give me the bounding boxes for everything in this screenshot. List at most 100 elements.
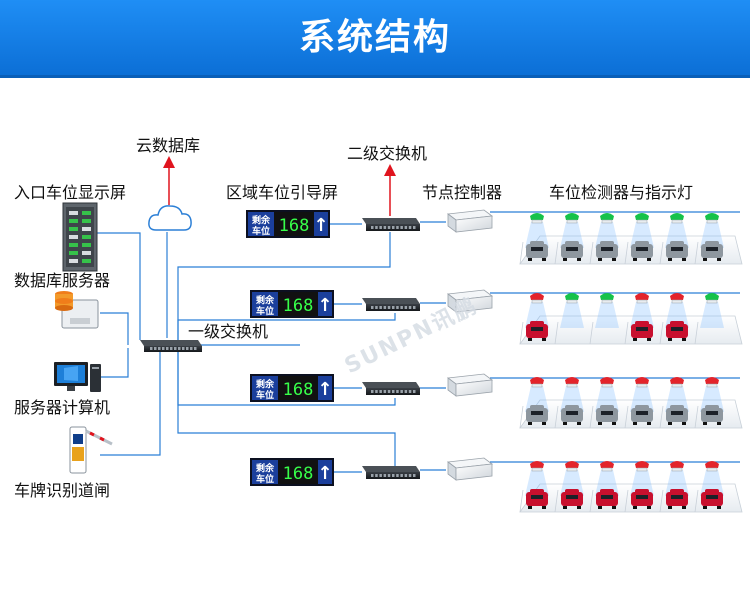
- detector-body: [636, 219, 648, 224]
- car-wheel: [563, 258, 567, 261]
- detector-body: [601, 467, 613, 472]
- car-wheel: [542, 338, 546, 341]
- detector-beam: [700, 302, 724, 328]
- screen-digit-panel: [278, 292, 318, 316]
- switch-port: [408, 306, 412, 309]
- car-roof: [530, 489, 544, 495]
- l2-switch-label: 二级交换机: [347, 144, 428, 163]
- detector-body: [706, 467, 718, 472]
- parked-car-icon: [666, 321, 688, 341]
- switch-port: [400, 306, 403, 309]
- switch-port: [154, 347, 157, 350]
- car-windshield: [531, 327, 543, 331]
- detector-body: [671, 467, 683, 472]
- screen-arrow-up-icon: ↑: [313, 215, 328, 236]
- switch-port: [383, 474, 387, 477]
- screen-arrow-up-icon: ↑: [317, 295, 332, 316]
- indicator-light: [705, 293, 719, 300]
- car-wheel: [598, 422, 602, 425]
- parking-stall-line: [519, 489, 524, 513]
- detector-body: [566, 383, 578, 388]
- switch-port: [375, 390, 378, 393]
- detector-beam: [595, 302, 619, 328]
- database-server-icon: [55, 291, 99, 329]
- car-roof: [565, 241, 579, 247]
- car-roof: [670, 405, 684, 411]
- parked-car-icon: [561, 405, 583, 425]
- display-led: [82, 211, 91, 215]
- link-entrance-display: [96, 232, 141, 340]
- screen-label-panel: [248, 212, 274, 236]
- switch-port: [186, 347, 189, 350]
- car-wheel: [633, 422, 637, 425]
- switch-top: [362, 466, 420, 472]
- switch-port: [383, 390, 387, 393]
- car-windshield: [601, 495, 613, 499]
- parked-car-icon: [631, 405, 653, 425]
- switch-port: [375, 474, 378, 477]
- header-divider: [0, 75, 750, 78]
- car-wheel: [528, 258, 532, 261]
- remaining-space-count: 168: [283, 464, 314, 484]
- entrance-display-icon: [62, 202, 98, 272]
- switch-port: [408, 474, 412, 477]
- switch-port: [194, 347, 197, 350]
- car-wheel: [612, 422, 616, 425]
- switch-port: [174, 347, 177, 350]
- car-windshield: [706, 411, 718, 415]
- network-links: [96, 211, 740, 478]
- parking-stall-line: [694, 321, 699, 345]
- screen-text-line2: 车位: [252, 225, 270, 237]
- indicator-light: [530, 377, 544, 384]
- switch-port: [383, 226, 387, 229]
- controller-front: [455, 463, 493, 481]
- indicator-light: [670, 293, 684, 300]
- screen-digit-panel: [278, 460, 318, 484]
- car-wheel: [647, 258, 651, 261]
- parked-car-icon: [701, 241, 723, 261]
- car-roof: [670, 489, 684, 495]
- car-roof: [565, 489, 579, 495]
- node-controller-icon: [446, 373, 494, 397]
- car-windshield: [531, 495, 543, 499]
- indicator-light: [530, 461, 544, 468]
- switch-port: [371, 226, 374, 229]
- node-controller-icon: [446, 289, 494, 313]
- remaining-space-count: 168: [283, 380, 314, 400]
- parked-car-icon: [701, 489, 723, 509]
- db-server-label: 数据库服务器: [14, 271, 111, 290]
- switch-port: [182, 347, 185, 350]
- detector-body: [636, 383, 648, 388]
- car-wheel: [647, 422, 651, 425]
- display-led: [82, 251, 91, 255]
- screen-arrow-up-icon: ↑: [317, 463, 332, 484]
- car-roof: [565, 405, 579, 411]
- detector-body: [636, 467, 648, 472]
- detector-body: [531, 219, 543, 224]
- detector-body: [671, 219, 683, 224]
- car-wheel: [612, 506, 616, 509]
- display-led: [69, 251, 78, 255]
- switch-port: [413, 390, 416, 393]
- barrier-gate-icon: [69, 426, 113, 474]
- switch-port: [379, 390, 382, 393]
- entrance-display-label: 入口车位显示屏: [14, 183, 127, 202]
- parking-stall-line: [694, 489, 699, 513]
- car-windshield: [531, 411, 543, 415]
- detector-beam: [560, 302, 584, 328]
- parking-stall-line: [659, 241, 664, 265]
- parking-stall-line: [519, 241, 524, 265]
- switch-port: [392, 226, 395, 229]
- car-wheel: [577, 258, 581, 261]
- node-controller-icon: [446, 457, 494, 481]
- indicator-light: [635, 461, 649, 468]
- switch-port: [396, 474, 399, 477]
- indicator-light: [705, 377, 719, 384]
- switch-port: [375, 306, 378, 309]
